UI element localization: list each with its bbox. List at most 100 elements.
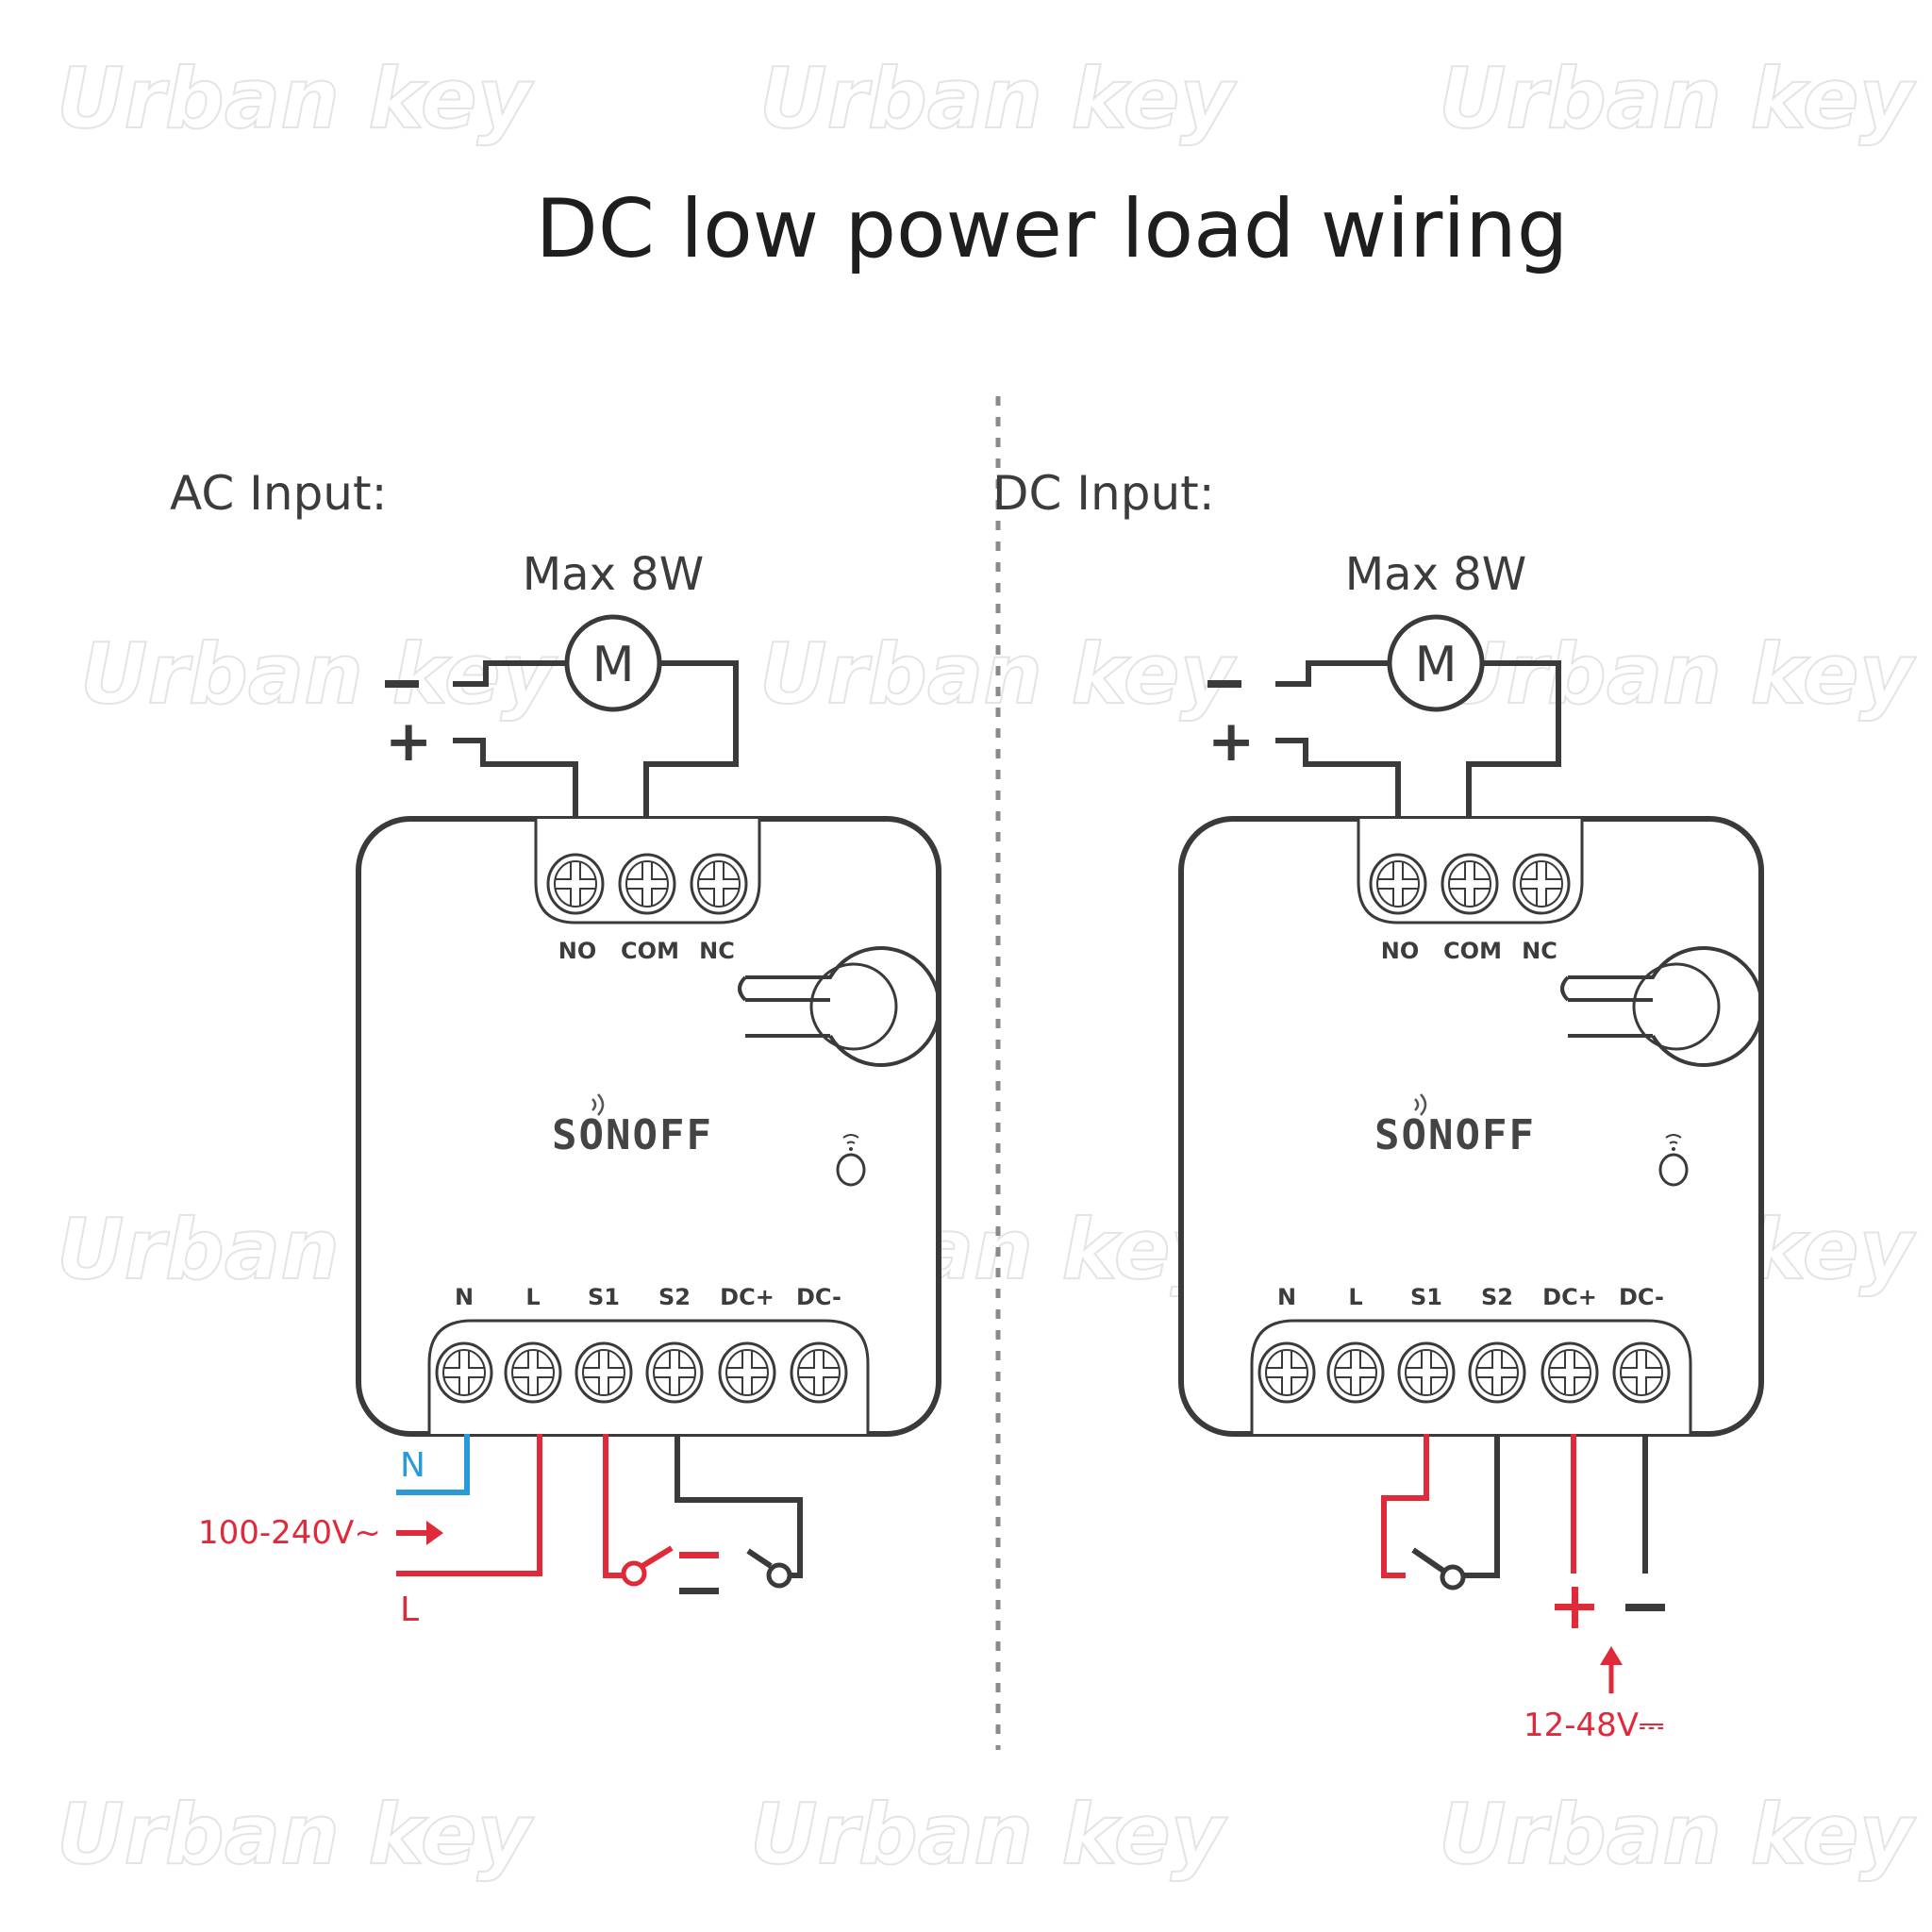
watermark: Urban key (57, 50, 535, 147)
motor-minus-wire (453, 660, 566, 687)
terminal-screw-icon (1468, 1341, 1526, 1404)
terminal-screw-icon (1512, 853, 1571, 915)
screw-slot-fill (1268, 1369, 1306, 1376)
terminal-screw-icon (618, 853, 676, 915)
wifi-dot (1672, 1147, 1675, 1151)
live-label: L (400, 1591, 419, 1629)
terminal-screw-icon (504, 1341, 562, 1404)
screw-slot-fill (700, 880, 738, 888)
screw-slot-fill (557, 880, 594, 888)
watermark: Urban key (759, 625, 1238, 723)
terminal-label: NC (1522, 938, 1557, 964)
motor-icon: M (1387, 614, 1485, 712)
switch-bar-dark (679, 1588, 719, 1594)
terminal-label: DC+ (720, 1284, 774, 1310)
screw-slot-fill (628, 880, 666, 888)
signal-icon (1414, 1093, 1427, 1116)
terminal-label: COM (1443, 938, 1502, 964)
watermark: Urban key (750, 1786, 1228, 1883)
screw-slot-fill (585, 1369, 623, 1376)
motor-com-wire (1466, 660, 1561, 819)
minus-icon (385, 680, 419, 688)
terminal-label: NC (699, 938, 735, 964)
arrow-up-icon (1600, 1646, 1623, 1693)
terminal-screw-icon (575, 1341, 633, 1404)
section-label: DC Input: (992, 466, 1215, 521)
button-circle (836, 1153, 866, 1187)
terminal-screw-icon (1257, 1341, 1316, 1404)
terminal-label: N (455, 1284, 474, 1310)
switch-lever (1411, 1547, 1445, 1574)
terminal-screw-icon (1397, 1341, 1456, 1404)
motor-minus-wire (1275, 660, 1389, 687)
terminal-label: L (1348, 1284, 1362, 1310)
s2-wire (675, 1434, 803, 1578)
neutral-label: N (400, 1446, 425, 1485)
signal-icon (591, 1093, 605, 1116)
terminal-label: DC- (1619, 1284, 1664, 1310)
watermark: Urban key (759, 50, 1238, 147)
wifi-icon (842, 1134, 859, 1144)
motor-circle (564, 614, 662, 712)
mounting-slot-inner (809, 962, 898, 1051)
arrow-head (1600, 1646, 1623, 1665)
mounting-slot-outer (1560, 946, 1764, 1067)
page-title: DC low power load wiring (536, 182, 1569, 276)
screw-slot-fill (514, 1369, 552, 1376)
minus-icon (1208, 680, 1241, 688)
terminal-screw-icon (1541, 1341, 1599, 1404)
terminal-label: DC+ (1542, 1284, 1597, 1310)
live-wire (396, 1434, 542, 1576)
switch-contact-icon (621, 1560, 647, 1587)
watermark: Urban key (1439, 625, 1917, 723)
switch-contact-icon (1440, 1564, 1466, 1591)
screw-slot-fill (1379, 880, 1417, 888)
terminal-label: S1 (588, 1284, 620, 1310)
terminal-label: DC- (796, 1284, 841, 1310)
plus-v (1572, 1587, 1578, 1628)
switch-contact-icon (766, 1562, 792, 1589)
pairing-button-icon (1658, 1134, 1689, 1187)
screw-slot-fill (1551, 1369, 1589, 1376)
mounting-slot-icon (738, 946, 941, 1067)
watermark: Urban key (1439, 50, 1917, 147)
motor-icon: M (564, 614, 662, 712)
terminal-label: NO (558, 938, 597, 964)
terminal-label: COM (621, 938, 679, 964)
s2-wire (1463, 1434, 1500, 1578)
switch-lever (641, 1545, 674, 1569)
terminal-screw-icon (718, 1341, 776, 1404)
brand-logo: SONOFF (1374, 1111, 1536, 1159)
brand-logo: SONOFF (552, 1111, 713, 1159)
watermark: Urban key (80, 625, 558, 723)
pairing-button-icon (836, 1134, 866, 1187)
arrow-right-icon (396, 1521, 443, 1545)
plus-no-wire (1275, 738, 1401, 819)
screw-slot-fill (1523, 880, 1560, 888)
wifi-dot (849, 1147, 853, 1151)
terminal-screw-icon (435, 1341, 493, 1404)
load-rating-label: Max 8W (1345, 548, 1527, 601)
terminal-screw-icon (790, 1341, 848, 1404)
button-circle (1658, 1153, 1689, 1187)
screw-slot-fill (656, 1369, 693, 1376)
motor-symbol: M (592, 637, 635, 693)
plus-icon (1555, 1587, 1594, 1628)
terminal-label: S2 (1481, 1284, 1513, 1310)
terminal-screw-icon (1369, 853, 1427, 915)
screw-slot-fill (800, 1369, 838, 1376)
screw-slot-fill (1337, 1369, 1374, 1376)
switch-lever (746, 1548, 773, 1569)
screw-slot-fill (445, 1369, 483, 1376)
motor-symbol: M (1415, 637, 1457, 693)
wifi-icon (1665, 1134, 1682, 1144)
terminal-screw-icon (1441, 853, 1499, 915)
terminal-screw-icon (645, 1341, 704, 1404)
switch-bar-red (679, 1552, 719, 1558)
dc-voltage-label: 12-48V⎓ (1524, 1707, 1664, 1744)
terminal-label: N (1277, 1284, 1296, 1310)
neutral-wire (396, 1434, 470, 1495)
mounting-slot-outer (738, 946, 941, 1067)
plus-icon: + (1208, 708, 1255, 774)
